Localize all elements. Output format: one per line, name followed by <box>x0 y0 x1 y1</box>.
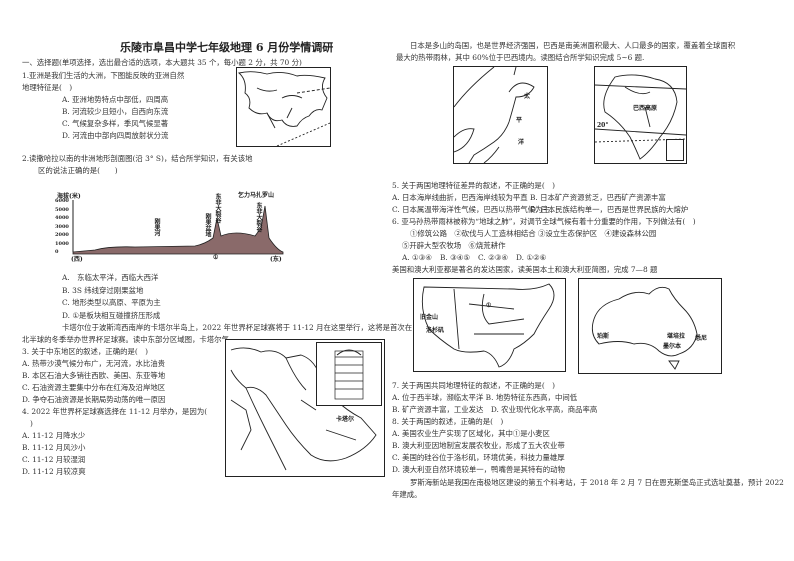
profile-label: 乞力马扎罗山 <box>238 192 275 199</box>
q7-options: B. 矿产资源丰富，工业发达 D. 农业现代化水平高，商品率高 <box>392 405 598 414</box>
city-label: 墨尔本 <box>663 343 682 350</box>
profile-ytick: 4000 <box>55 215 69 221</box>
q2-stem: 2.读撒哈拉以南的非洲地形剖面图(沿 3° S)，结合所学知识，有关该地 <box>22 154 253 163</box>
q2-option-b: B. 3S 纬线穿过刚果盆地 <box>62 286 144 295</box>
q4-option-d: D. 11-12 月较凉爽 <box>22 467 86 476</box>
q3-option-a: A. 热带沙漠气候分布广，无河流，水比油贵 <box>22 359 166 368</box>
latitude-label: 20° <box>597 122 609 129</box>
japan-map: 太 平 洋 <box>453 66 548 164</box>
ocean-label: 平 <box>516 117 523 124</box>
profile-east: (东) <box>270 256 282 263</box>
profile-label: 刚果盆地 <box>204 213 211 237</box>
q1-stem: 1.亚洲是我们生活的大洲，下图能反映的亚洲自然 <box>22 71 185 80</box>
qatar-intro: 北半球的冬季举办世界杯足球赛。读中东部分区域图，卡塔尔气 <box>22 335 229 344</box>
q6-option-b: B. ③④⑤ <box>440 253 471 262</box>
q5-option-c: C. 日本属温带海洋性气候，巴西以热带气候为主 <box>392 205 550 214</box>
q1-stem: 地理特征是( ) <box>22 83 73 92</box>
q6-option-c: C. ②③④ <box>478 253 508 262</box>
q6-items: ①修筑公路 ②砍伐与人工造林相结合 ③设立生态保护区 ④建设森林公园 <box>410 229 657 238</box>
profile-label: 东非大裂谷 <box>214 193 221 223</box>
ocean-label: 太 <box>524 93 531 100</box>
q4-stem: ) <box>30 419 33 428</box>
q1-option-c: C. 气候复杂多样，季风气候显著 <box>62 119 169 128</box>
q3-stem: 3. 关于中东地区的叙述，正确的是( ) <box>22 347 149 356</box>
q2-option-c: C. 地形类型以高原、平原为主 <box>62 298 161 307</box>
profile-label: 东非大裂谷 <box>255 202 262 232</box>
q5-option-d: D. 日本民族结构单一，巴西是世界民族的大熔炉 <box>530 205 689 214</box>
qatar-label: 卡塔尔 <box>336 416 355 423</box>
profile-ytick: 0 <box>55 249 59 255</box>
q2-option-d: D. ①是板块相互碰撞挤压形成 <box>62 311 161 320</box>
q1-option-b: B. 河流较少且短小，自西向东流 <box>62 107 169 116</box>
brazil-highland-label: 巴西高原 <box>633 105 658 112</box>
q4-stem: 4. 2022 年世界杯足球赛选择在 11-12 月举办，是因为( <box>22 407 208 416</box>
q8-option-d: D. 澳大利亚自然环境较单一，鸭嘴兽是其特有的动物 <box>392 465 565 474</box>
q8-stem: 8. 关于两国的叙述，正确的是( ) <box>392 417 504 426</box>
profile-label: 刚果河 <box>153 218 160 236</box>
profile-ytick: 2000 <box>55 232 69 238</box>
ocean-label: 洋 <box>518 139 525 146</box>
q3-option-b: B. 本区石油大多销往西欧、美国、东亚等地 <box>22 371 166 380</box>
q2-stem: 区的说法正确的是( ) <box>38 166 118 175</box>
city-label: 洛杉矶 <box>426 327 445 334</box>
qatar-climate-inset <box>316 342 382 406</box>
q8-option-b: B. 澳大利亚因地制宜发展农牧业，形成了五大农业带 <box>392 441 565 450</box>
city-label: 堪培拉 <box>667 333 686 340</box>
q5-option-b: B. 日本矿产资源贫乏，巴西矿产资源丰富 <box>530 193 666 202</box>
africa-profile-chart: 海拔(米) 6000 5000 4000 3000 2000 1000 0 刚果河 刚果盆地… <box>55 188 285 263</box>
q6-option-d: D. ①②⑥ <box>516 253 547 262</box>
page-title: 乐陵市阜昌中学七年级地理 6 月份学情调研 <box>120 41 334 54</box>
q3-option-d: D. 争夺石油资源是长期局势动荡的唯一原因 <box>22 395 166 404</box>
profile-west: (西) <box>71 256 83 263</box>
q4-option-a: A. 11-12 月降水少 <box>22 431 86 440</box>
city-label: 旧金山 <box>420 314 439 321</box>
australia-map: 珀斯 堪培拉 悉尼 墨尔本 <box>578 278 722 374</box>
asia-map <box>236 67 331 147</box>
q8-option-c: C. 美国的硅谷位于洛杉矶，环境优美，科技力量雄厚 <box>392 453 565 462</box>
ross-sea-intro: 年建成。 <box>392 490 422 499</box>
profile-ytick: 1000 <box>55 240 69 247</box>
region-marker: ① <box>486 302 492 309</box>
japan-brazil-intro: 日本是多山的岛国，也是世界经济强国，巴西是南美洲面积最大、人口最多的国家，覆盖着… <box>410 41 736 50</box>
ross-sea-intro: 罗斯海新站是我国在南极地区建设的第五个科考站，于 2018 年 2 月 7 日在… <box>410 478 784 487</box>
q7-options: A. 位于西半球，濒临太平洋 B. 地势特征东西高，中间低 <box>392 393 578 402</box>
q4-option-b: B. 11-12 月风沙小 <box>22 443 86 452</box>
qatar-intro: 卡塔尔位于波斯湾西南岸的卡塔尔半岛上，2022 年世界杯足球赛将于 11-12 … <box>62 323 413 332</box>
brazil-map: 巴西高原 20° <box>594 66 687 164</box>
q1-option-d: D. 河流由中部向四周放射状分流 <box>62 131 169 140</box>
japan-brazil-intro: 最大的热带雨林，其中 60%位于巴西境内。读图结合所学知识完成 5~6 题. <box>396 53 645 62</box>
q6-items: ⑤开辟大型农牧场 ⑥烧荒耕作 <box>402 241 506 250</box>
q5-stem: 5. 关于两国地理特征差异的叙述，不正确的是( ) <box>392 181 555 190</box>
q8-option-a: A. 美国农业生产实现了区域化，其中①是小麦区 <box>392 429 550 438</box>
profile-ytick: 3000 <box>55 223 69 230</box>
q6-stem: 6. 亚马孙热带雨林被称为“地球之肺”，对调节全球气候有着十分重要的作用，下列做… <box>392 217 696 226</box>
profile-marker: ① <box>213 254 219 261</box>
city-label: 珀斯 <box>597 333 610 340</box>
profile-ylabel: 海拔(米) <box>57 193 81 200</box>
city-label: 悉尼 <box>695 335 708 342</box>
q4-option-c: C. 11-12 月较湿润 <box>22 455 86 464</box>
q6-option-a: A. ①③④ <box>402 253 432 262</box>
map-legend <box>666 139 684 161</box>
profile-ytick: 5000 <box>55 206 69 213</box>
usa-aus-intro: 美国和澳大利亚都是著名的发达国家，读美国本土和澳大利亚简图，完成 7—8 题 <box>392 265 658 274</box>
q5-option-a: A. 日本海岸线曲折，巴西海岸线较为平直 <box>392 193 528 202</box>
q2-option-a: A. 东临太平洋，西临大西洋 <box>62 273 159 282</box>
q3-option-c: C. 石油资源主要集中分布在红海及沿岸地区 <box>22 383 166 392</box>
section-header: 一、选择题(单项选择，选出最合适的选项，本大题共 35 个，每小题 2 分，共 … <box>22 58 302 67</box>
q7-stem: 7. 关于两国共同地理特征的叙述，不正确的是( ) <box>392 381 555 390</box>
q1-option-a: A. 亚洲地势特点中部低，四周高 <box>62 95 169 104</box>
middle-east-map: 卡塔尔 <box>225 339 385 477</box>
usa-map: ① 旧金山 洛杉矶 <box>413 278 566 372</box>
profile-ytick: 6000 <box>55 198 69 204</box>
